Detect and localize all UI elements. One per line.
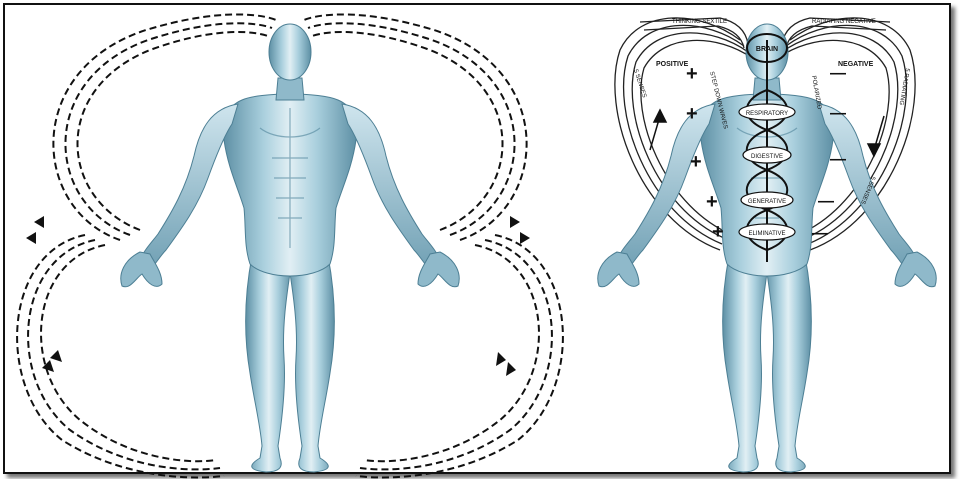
label-right-inner-arc: POLARIZED [810, 75, 822, 110]
plus-sign: + [690, 151, 702, 173]
minus-sign: — [818, 193, 834, 210]
plus-sign: + [712, 221, 724, 243]
label-respiratory: RESPIRATORY [746, 111, 788, 117]
plus-sign: + [706, 191, 718, 213]
label-eliminative: ELIMINATIVE [749, 231, 786, 237]
right-loop-arrows [649, 108, 885, 158]
minus-sign: — [830, 65, 846, 82]
left-arrowheads [26, 216, 530, 376]
label-positive: POSITIVE [656, 61, 689, 68]
label-brain: BRAIN [756, 46, 778, 53]
minus-sign: — [830, 105, 846, 122]
label-digestive: DIGESTIVE [751, 154, 783, 160]
minus-sign: — [812, 225, 828, 242]
left-human-figure [120, 23, 460, 473]
label-left-arc: 5 SENSES [632, 69, 647, 99]
polarity-signs: + + + + + — — — — — [686, 63, 846, 243]
left-field-lines [16, 13, 564, 479]
plus-sign: + [686, 103, 698, 125]
label-negative: NEGATIVE [838, 61, 874, 68]
minus-sign: — [830, 151, 846, 168]
center-nodes [738, 103, 796, 241]
label-right-arc: 5 RADIATING [898, 68, 910, 106]
label-generative: GENERATIVE [748, 199, 786, 205]
right-field-loops [614, 17, 916, 251]
label-top-right: RADIATING NEGATIVE [812, 19, 876, 25]
label-top-left: THINKING SEXTILE [672, 19, 727, 25]
plus-sign: + [686, 63, 698, 85]
